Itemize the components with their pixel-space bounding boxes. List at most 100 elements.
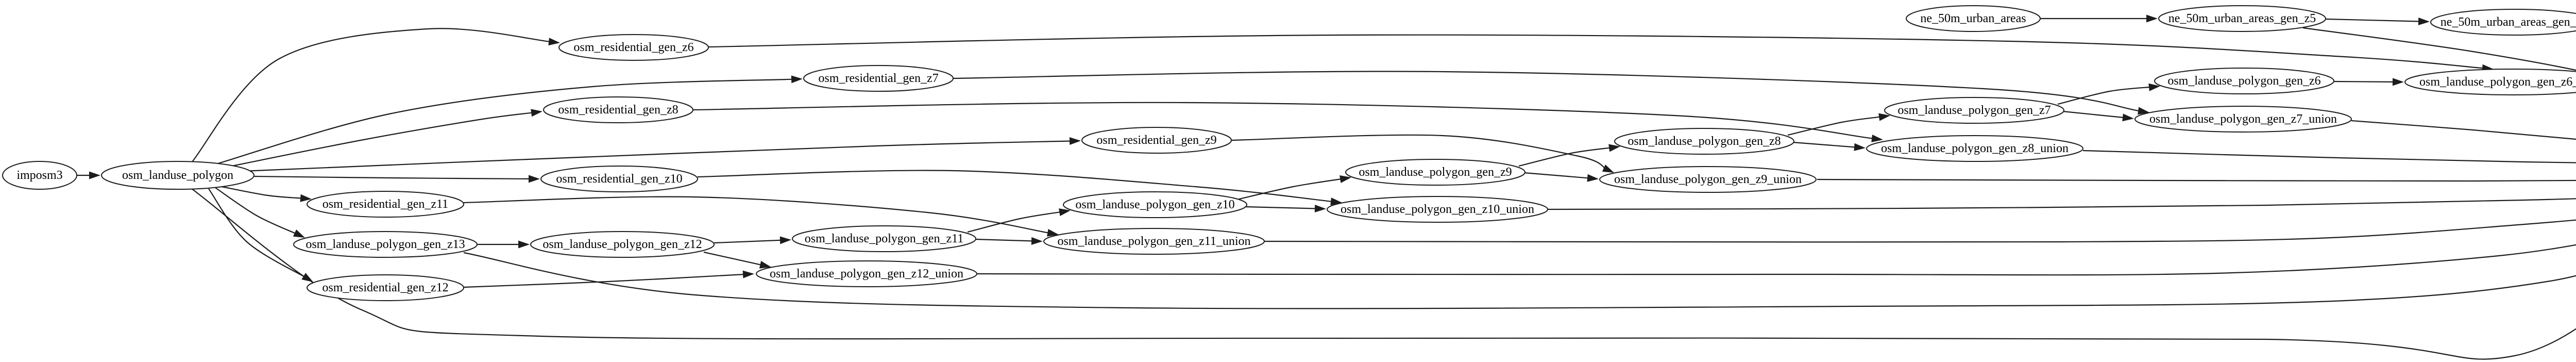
node-osm_residential_gen_z8 [543, 96, 693, 123]
edge-osm_landuse_polygon_gen_z7_union-to-layer_landuse-z7 [2351, 120, 2576, 140]
node-ne_50m_urban_areas [1906, 5, 2041, 32]
node-osm_residential_gen_z12 [307, 274, 464, 301]
arrowhead-icon [1871, 135, 1883, 142]
node-osm_landuse_polygon_gen_z6 [2154, 68, 2334, 94]
node-osm_residential_gen_z6 [558, 34, 709, 61]
node-label-osm_residential_gen_z7: osm_residential_gen_z7 [818, 72, 938, 85]
node-label-osm_residential_gen_z11: osm_residential_gen_z11 [323, 198, 448, 211]
arrowhead-icon [548, 38, 560, 46]
node-label-osm_landuse_polygon_gen_z11_union: osm_landuse_polygon_gen_z11_union [1057, 235, 1250, 248]
edge-osm_landuse_polygon_gen_z10-to-osm_landuse_polygon_gen_z10_union [1245, 206, 1318, 209]
node-imposm3 [2, 161, 77, 190]
edge-osm_residential_gen_z12-to-osm_landuse_polygon_gen_z12_union [463, 273, 747, 288]
arrowhead-icon [1340, 175, 1351, 183]
node-label-osm_landuse_polygon: osm_landuse_polygon [122, 169, 233, 182]
arrowhead-icon [2138, 107, 2149, 115]
edge-osm_landuse_polygon_gen_z9_union-to-layer_landuse-z9 [1817, 178, 2576, 182]
edge-osm_residential_gen_z11-to-osm_landuse_polygon_gen_z11_union [463, 196, 1051, 234]
arrowhead-icon [301, 273, 313, 282]
edge-osm_landuse_polygon_gen_z13-to-layer_landuse-z13 [463, 252, 2576, 309]
edge-osm_landuse_polygon_gen_z12_union-to-layer_landuse-z12 [976, 244, 2576, 276]
node-osm_landuse_polygon_gen_z12_union [756, 260, 977, 287]
arrowhead-icon [1059, 208, 1071, 216]
node-osm_landuse_polygon_gen_z7 [1884, 97, 2064, 124]
arrowhead-icon [2418, 17, 2430, 25]
node-label-osm_residential_gen_z12: osm_residential_gen_z12 [322, 281, 448, 294]
node-osm_landuse_polygon_gen_z10 [1063, 191, 1247, 218]
node-label-osm_residential_gen_z6: osm_residential_gen_z6 [573, 41, 693, 54]
edge-osm_landuse_polygon-to-osm_residential_gen_z12 [208, 188, 307, 278]
arrowhead-icon [528, 175, 540, 183]
edge-ne_50m_urban_areas_gen_z5-to-ne_50m_urban_areas_gen_z4 [2325, 18, 2422, 22]
node-osm_landuse_polygon_gen_z11 [792, 225, 976, 252]
arrowhead-icon [779, 236, 791, 244]
edge-osm_landuse_polygon_gen_z12-to-osm_landuse_polygon_gen_z12_union [703, 251, 764, 266]
node-osm_landuse_polygon_gen_z12 [530, 231, 715, 258]
edge-osm_landuse_polygon_gen_z11-to-osm_landuse_polygon_gen_z10 [967, 211, 1063, 233]
node-osm_residential_gen_z10 [540, 166, 698, 192]
edge-osm_landuse_polygon_gen_z9-to-osm_landuse_polygon_gen_z9_union [1523, 172, 1591, 179]
arrowhead-icon [1587, 174, 1599, 182]
edge-osm_landuse_polygon_gen_z8_union-to-layer_landuse-z8 [2082, 150, 2576, 163]
node-label-osm_landuse_polygon_gen_z8: osm_landuse_polygon_gen_z8 [1628, 135, 1781, 148]
arrowhead-icon [2392, 78, 2404, 86]
node-label-ne_50m_urban_areas_gen_z4: ne_50m_urban_areas_gen_z4 [2441, 15, 2576, 29]
node-label-osm_residential_gen_z8: osm_residential_gen_z8 [558, 103, 678, 117]
edge-osm_landuse_polygon-to-osm_landuse_polygon_gen_z13 [215, 187, 298, 235]
node-label-osm_landuse_polygon_gen_z13: osm_landuse_polygon_gen_z13 [306, 238, 465, 251]
node-osm_landuse_polygon_gen_z9_union [1599, 166, 1817, 193]
arrowhead-icon [89, 171, 100, 179]
arrowhead-icon [2122, 113, 2134, 122]
arrowhead-icon [300, 194, 312, 202]
edge-osm_landuse_polygon_gen_z6-to-osm_landuse_polygon_gen_z6_union [2333, 80, 2396, 83]
arrowhead-icon [1854, 143, 1866, 151]
node-label-osm_landuse_polygon_gen_z9_union: osm_landuse_polygon_gen_z9_union [1614, 173, 1802, 186]
edge-osm_residential_gen_z10-to-osm_landuse_polygon_gen_z10_union [697, 170, 1334, 203]
node-label-ne_50m_urban_areas: ne_50m_urban_areas [1920, 12, 2026, 25]
edge-osm_landuse_polygon-to-osm_residential_gen_z11 [221, 186, 304, 199]
node-label-osm_landuse_polygon_gen_z6_union: osm_landuse_polygon_gen_z6_union [2419, 75, 2576, 89]
node-osm_landuse_polygon_gen_z9 [1345, 159, 1526, 186]
node-label-osm_landuse_polygon_gen_z10_union: osm_landuse_polygon_gen_z10_union [1341, 203, 1534, 216]
arrowhead-icon [1047, 228, 1059, 237]
arrowhead-icon [531, 109, 543, 117]
node-osm_landuse_polygon [101, 161, 255, 190]
arrowhead-icon [742, 270, 754, 278]
node-label-osm_landuse_polygon_gen_z7_union: osm_landuse_polygon_gen_z7_union [2149, 112, 2337, 126]
arrowhead-icon [1330, 198, 1342, 206]
edge-osm_landuse_polygon_gen_z8-to-osm_landuse_polygon_gen_z8_union [1792, 141, 1858, 148]
arrowhead-icon [759, 260, 771, 269]
node-label-osm_landuse_polygon_gen_z6: osm_landuse_polygon_gen_z6 [2167, 74, 2320, 88]
arrowhead-icon [1608, 144, 1620, 152]
node-osm_landuse_polygon_gen_z13 [293, 231, 478, 258]
arrowhead-icon [1069, 137, 1081, 145]
edge-ne_50m_urban_areas_gen_z5-to-layer_landuse-z5 [2302, 27, 2576, 71]
node-osm_landuse_polygon_gen_z8 [1614, 128, 1794, 155]
node-label-osm_residential_gen_z9: osm_residential_gen_z9 [1096, 134, 1216, 147]
arrowhead-icon [518, 240, 530, 249]
arrowhead-icon [293, 229, 305, 238]
node-label-ne_50m_urban_areas_gen_z5: ne_50m_urban_areas_gen_z5 [2168, 12, 2316, 25]
edge-osm_landuse_polygon_gen_z9-to-osm_landuse_polygon_gen_z8 [1518, 147, 1613, 167]
node-label-osm_landuse_polygon_gen_z9: osm_landuse_polygon_gen_z9 [1359, 166, 1512, 179]
edge-osm_landuse_polygon_gen_z8-to-osm_landuse_polygon_gen_z7 [1787, 116, 1883, 136]
edge-osm_landuse_polygon-to-osm_residential_gen_z8 [226, 111, 535, 168]
arrowhead-icon [1602, 164, 1614, 173]
node-osm_residential_gen_z7 [803, 65, 954, 92]
node-label-osm_landuse_polygon_gen_z11: osm_landuse_polygon_gen_z11 [805, 232, 963, 245]
node-osm_landuse_polygon_gen_z10_union [1327, 196, 1548, 223]
edge-osm_landuse_polygon_gen_z11-to-osm_landuse_polygon_gen_z11_union [975, 238, 1035, 242]
arrowhead-icon [2146, 14, 2158, 23]
node-label-osm_landuse_polygon_gen_z12_union: osm_landuse_polygon_gen_z12_union [770, 267, 963, 281]
node-label-osm_landuse_polygon_gen_z12: osm_landuse_polygon_gen_z12 [543, 238, 702, 251]
node-osm_residential_gen_z11 [307, 191, 464, 218]
edge-osm_landuse_polygon_gen_z10_union-to-layer_landuse-z10 [1547, 198, 2576, 210]
edge-osm_residential_gen_z7-to-osm_landuse_polygon_gen_z7_union [953, 71, 2142, 112]
node-label-osm_landuse_polygon_gen_z8_union: osm_landuse_polygon_gen_z8_union [1881, 142, 2069, 155]
arrowhead-icon [1031, 237, 1043, 245]
edge-osm_landuse_polygon_gen_z7-to-osm_landuse_polygon_gen_z7_union [2062, 110, 2126, 119]
edge-osm_landuse_polygon_gen_z11_union-to-layer_landuse-z11 [1264, 219, 2576, 243]
node-label-osm_landuse_polygon_gen_z7: osm_landuse_polygon_gen_z7 [1897, 104, 2050, 117]
node-label-osm_residential_gen_z10: osm_residential_gen_z10 [556, 172, 682, 186]
